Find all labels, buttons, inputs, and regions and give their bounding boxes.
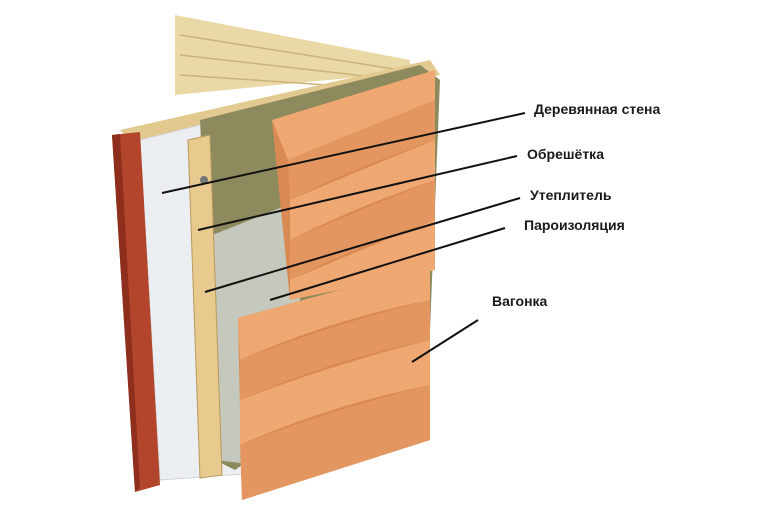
leader-line-vapor-barrier xyxy=(269,227,506,301)
label-vapor-barrier: Пароизоляция xyxy=(524,217,625,233)
batten xyxy=(187,134,223,479)
leader-line-clapboard xyxy=(411,319,479,363)
label-insulation: Утеплитель xyxy=(530,187,612,203)
label-clapboard: Вагонка xyxy=(492,293,548,309)
label-battens: Обрешётка xyxy=(527,146,604,162)
clapboard-lower xyxy=(238,265,430,500)
clapboard-upper xyxy=(272,70,435,300)
leader-line-wooden-wall xyxy=(161,112,526,194)
label-wooden-wall: Деревянная стена xyxy=(534,101,661,117)
leader-line-battens xyxy=(197,155,518,231)
leader-line-insulation xyxy=(204,197,521,293)
